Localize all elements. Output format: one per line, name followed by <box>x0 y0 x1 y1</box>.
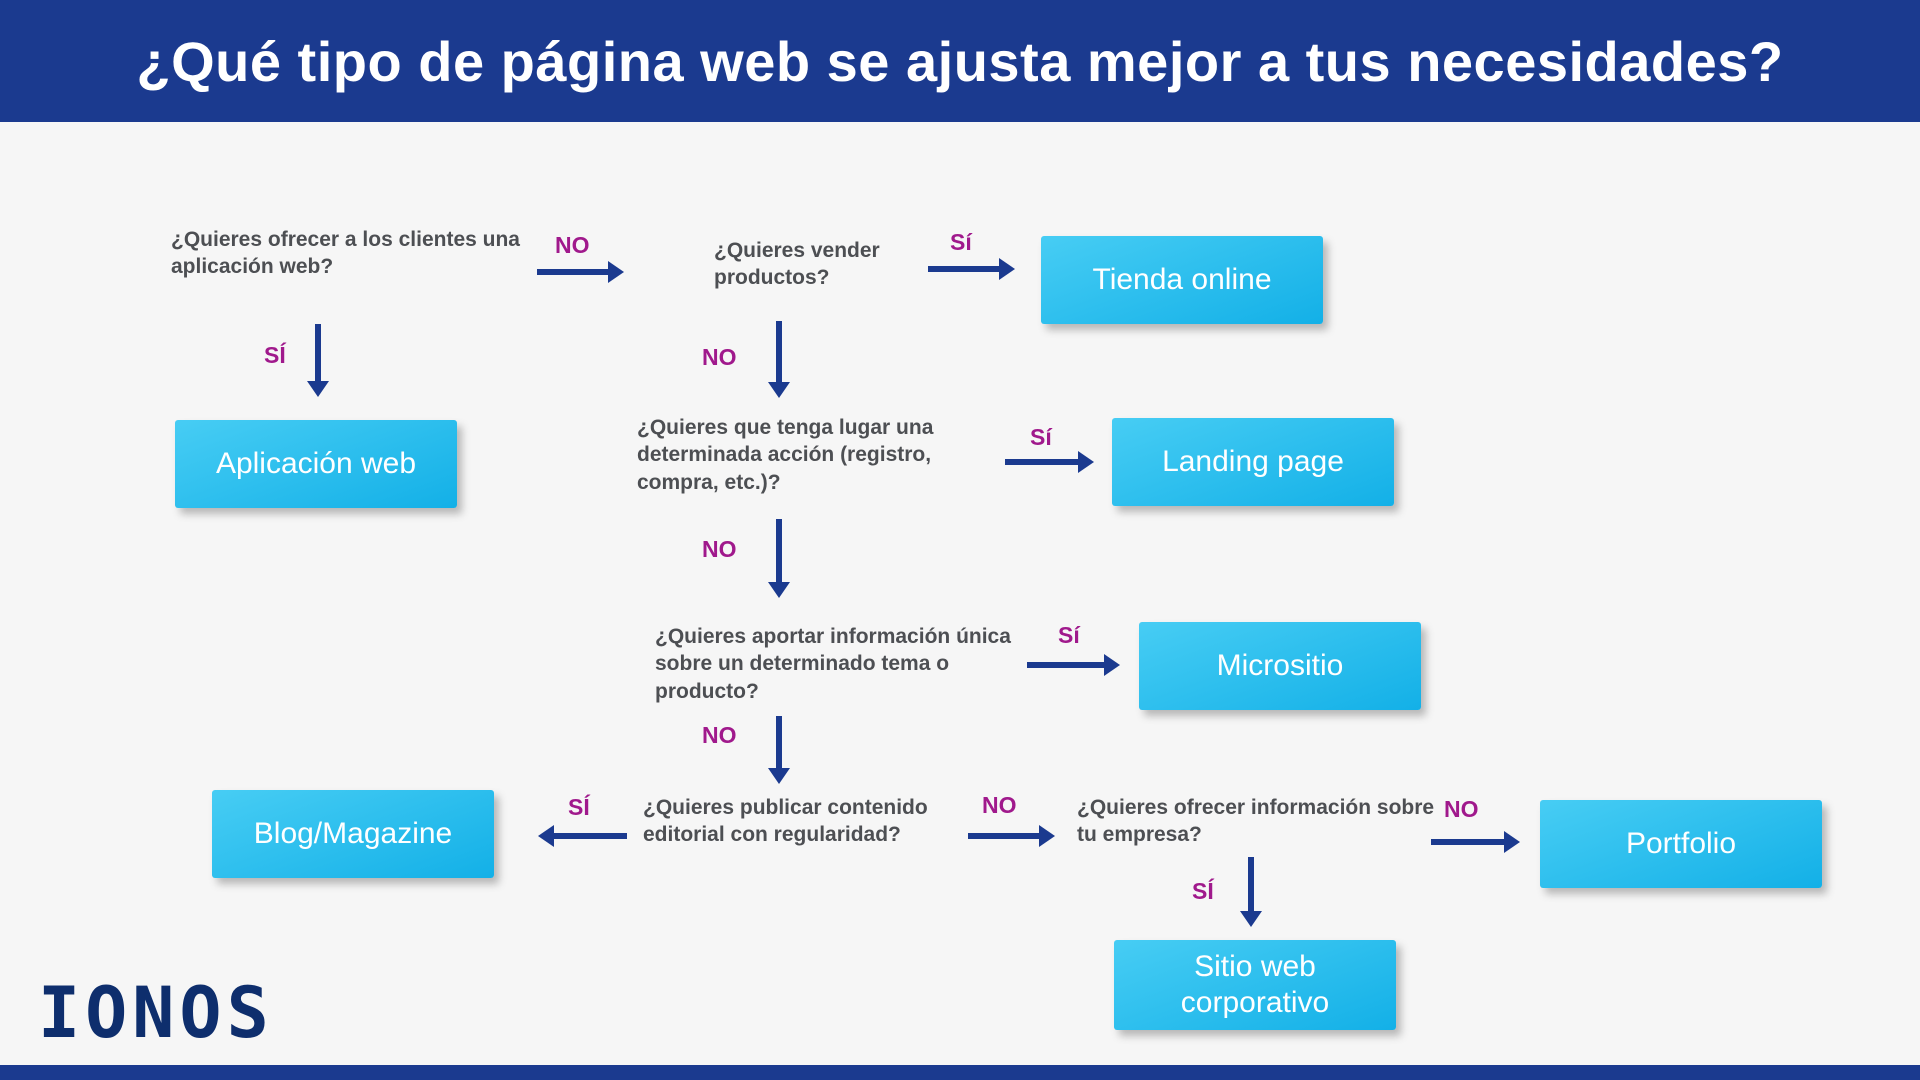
label-q2-no: NO <box>702 344 737 370</box>
result-tienda-online: Tienda online <box>1041 236 1323 324</box>
label-q4-no: NO <box>702 722 737 748</box>
arrow-q2-si-to-tienda <box>928 258 1015 280</box>
label-q3-si: Sí <box>1030 424 1052 450</box>
arrow-q3-no-to-q4 <box>768 519 790 598</box>
arrow-q1-si-to-aplicacion <box>307 324 329 397</box>
arrow-q6-si-to-sitio <box>1240 857 1262 927</box>
label-q5-no: NO <box>982 792 1017 818</box>
label-q3-no: NO <box>702 536 737 562</box>
label-q1-si: SÍ <box>264 342 286 368</box>
header-banner: ¿Qué tipo de página web se ajusta mejor … <box>0 0 1920 122</box>
label-q2-si: Sí <box>950 229 972 255</box>
question-web-app: ¿Quieres ofrecer a los clientes una apli… <box>171 228 520 279</box>
arrow-q6-no-to-portfolio <box>1431 831 1520 853</box>
arrow-q5-si-to-blog <box>538 825 627 847</box>
arrow-q4-si-to-micrositio <box>1027 654 1120 676</box>
label-q6-si: SÍ <box>1192 878 1214 904</box>
question-specific-action: ¿Quieres que tenga lugar una determinada… <box>637 416 934 494</box>
question-editorial-content: ¿Quieres publicar contenido editorial co… <box>643 796 928 847</box>
question-sell-products: ¿Quieres vender productos? <box>714 239 880 290</box>
label-q5-si: SÍ <box>568 794 590 820</box>
result-tienda-online-label: Tienda online <box>1092 263 1272 296</box>
page-title: ¿Qué tipo de página web se ajusta mejor … <box>136 29 1784 93</box>
label-q6-no: NO <box>1444 796 1479 822</box>
result-micrositio-label: Micrositio <box>1216 649 1344 682</box>
result-portfolio: Portfolio <box>1540 800 1822 888</box>
arrow-q3-si-to-landing <box>1005 451 1094 473</box>
result-micrositio: Micrositio <box>1139 622 1421 710</box>
question-unique-info: ¿Quieres aportar información única sobre… <box>655 625 1011 703</box>
ionos-logo: IONOS <box>38 972 274 1054</box>
arrow-q2-no-to-q3 <box>768 321 790 398</box>
result-sitio-web-corporativo-label: Sitio web corporativo <box>1180 950 1330 1019</box>
bottom-bar <box>0 1065 1920 1080</box>
result-landing-page-label: Landing page <box>1162 445 1344 478</box>
question-company-info: ¿Quieres ofrecer información sobre tu em… <box>1077 796 1435 847</box>
result-aplicacion-web: Aplicación web <box>175 420 457 508</box>
result-aplicacion-web-label: Aplicación web <box>215 447 417 480</box>
arrow-q1-no-to-q2 <box>537 261 624 283</box>
arrow-q4-no-to-q5 <box>768 716 790 784</box>
result-portfolio-label: Portfolio <box>1625 827 1737 860</box>
label-q1-no: NO <box>555 232 590 258</box>
result-blog-magazine: Blog/Magazine <box>212 790 494 878</box>
result-sitio-web-corporativo: Sitio web corporativo <box>1114 940 1396 1030</box>
label-q4-si: Sí <box>1058 622 1080 648</box>
result-landing-page: Landing page <box>1112 418 1394 506</box>
result-blog-magazine-label: Blog/Magazine <box>253 817 453 850</box>
arrow-q5-no-to-q6 <box>968 825 1055 847</box>
